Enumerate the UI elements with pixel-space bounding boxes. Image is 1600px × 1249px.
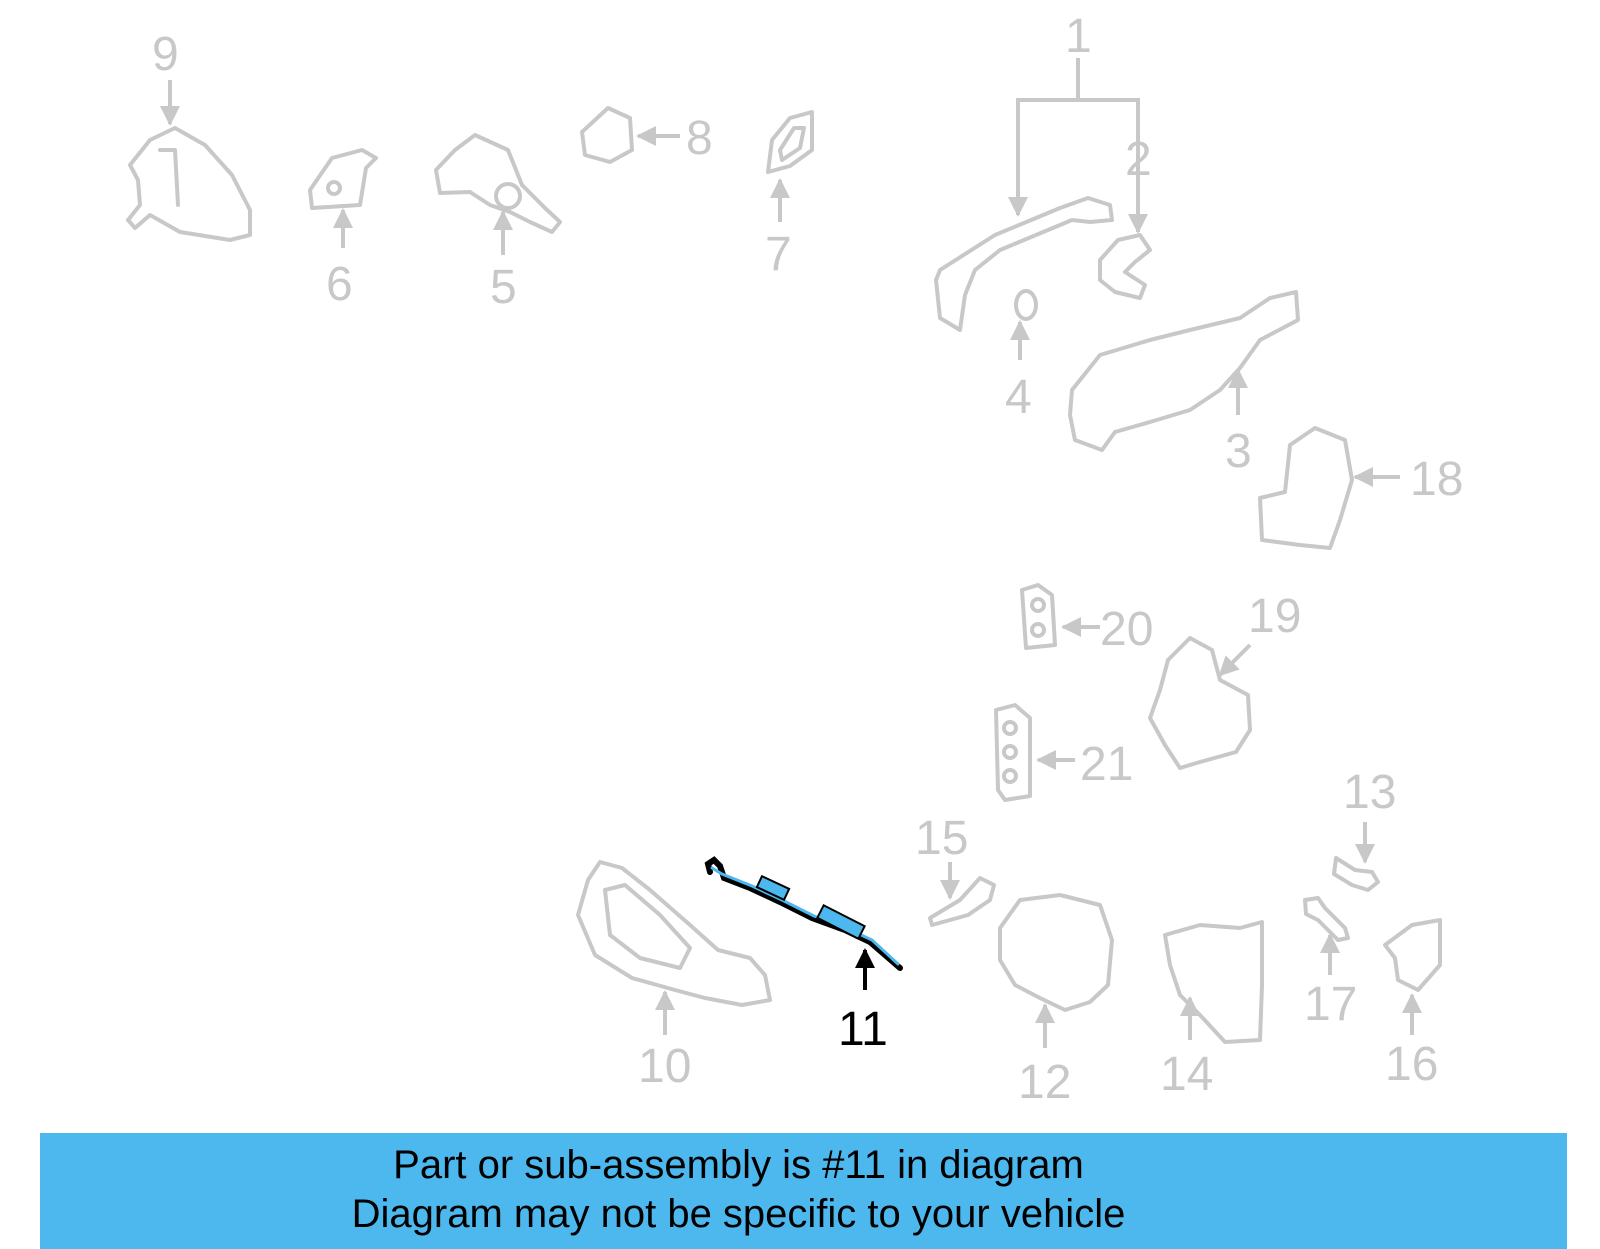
callout-6: 6 bbox=[326, 258, 353, 311]
callout-3: 3 bbox=[1225, 425, 1252, 478]
callout-15: 15 bbox=[915, 812, 968, 865]
leader-19 bbox=[1218, 643, 1252, 677]
part-5-shape bbox=[434, 133, 562, 234]
part-7-shape bbox=[766, 110, 814, 174]
callout-13: 13 bbox=[1343, 766, 1396, 819]
banner-disclaimer-line: Diagram may not be specific to your vehi… bbox=[351, 1192, 1126, 1236]
callout-9: 9 bbox=[152, 28, 179, 81]
part-4-shape bbox=[1014, 289, 1038, 321]
info-banner: Part or sub-assembly is #11 in diagram D… bbox=[40, 1133, 1567, 1249]
part-9-shape bbox=[126, 126, 252, 242]
callout-19: 19 bbox=[1248, 590, 1301, 643]
callout-21: 21 bbox=[1080, 738, 1133, 791]
part-6-shape bbox=[308, 148, 378, 210]
part-21-shape bbox=[994, 703, 1032, 802]
part-18-shape bbox=[1258, 426, 1354, 550]
part-15-shape bbox=[928, 876, 996, 927]
banner-part-line: Part or sub-assembly is #11 in diagram bbox=[393, 1143, 1084, 1187]
callout-4: 4 bbox=[1005, 371, 1032, 424]
callout-5: 5 bbox=[490, 261, 517, 314]
part-14-shape bbox=[1163, 920, 1264, 1044]
callout-1: 1 bbox=[1065, 10, 1092, 63]
callout-2: 2 bbox=[1125, 133, 1152, 186]
part-11-shape bbox=[704, 856, 903, 971]
part-16-shape bbox=[1383, 918, 1442, 992]
callout-18: 18 bbox=[1410, 453, 1463, 506]
parts-diagram: 9 6 5 8 7 1 2 4 3 18 bbox=[126, 10, 1463, 1109]
part-8-shape bbox=[580, 106, 634, 164]
part-13-shape bbox=[1332, 856, 1380, 892]
callout-16: 16 bbox=[1385, 1038, 1438, 1091]
callout-8: 8 bbox=[686, 112, 713, 165]
callout-11: 11 bbox=[838, 1003, 888, 1056]
part-12-shape bbox=[998, 893, 1114, 1012]
callout-10: 10 bbox=[638, 1040, 691, 1093]
part-19-shape bbox=[1148, 636, 1252, 770]
leader-1-2 bbox=[1016, 98, 1140, 225]
part-2-shape bbox=[1098, 233, 1152, 300]
part-17-shape bbox=[1303, 896, 1350, 942]
callout-14: 14 bbox=[1160, 1048, 1213, 1101]
callout-17: 17 bbox=[1304, 978, 1357, 1031]
callout-7: 7 bbox=[765, 228, 792, 281]
part-20-shape bbox=[1020, 583, 1057, 650]
part-1-shape bbox=[934, 196, 1114, 332]
part-3-shape bbox=[1068, 290, 1300, 452]
callout-12: 12 bbox=[1018, 1056, 1071, 1109]
part-10-shape bbox=[576, 860, 772, 1007]
callout-20: 20 bbox=[1100, 603, 1153, 656]
